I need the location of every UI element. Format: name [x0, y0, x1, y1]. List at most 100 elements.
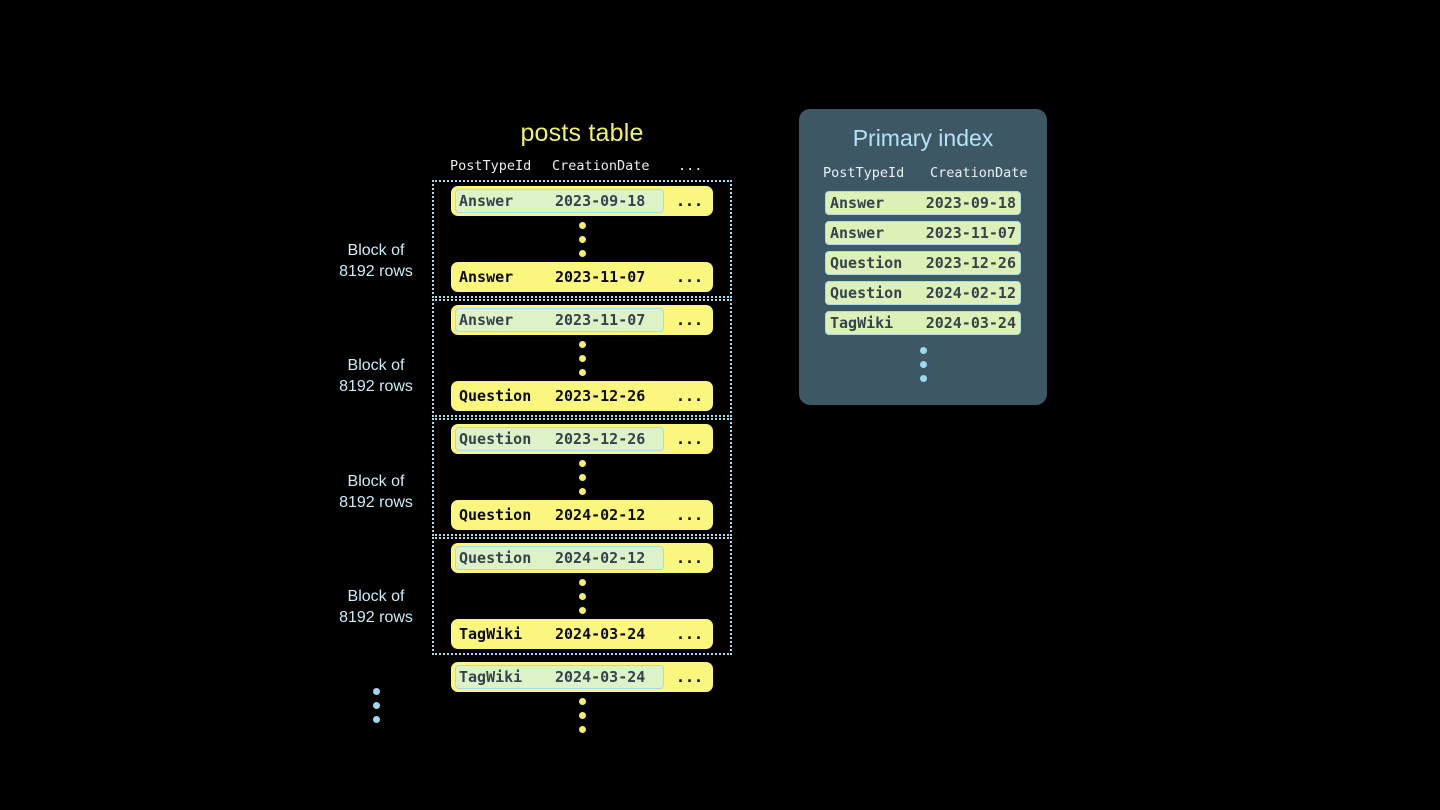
dot [578, 697, 586, 705]
dot [372, 701, 380, 709]
table-row[interactable]: Answer 2023-11-07 ... [451, 305, 713, 335]
cell-creationdate: 2023-11-07 [555, 311, 646, 329]
index-column-header-posttypeid: PostTypeId [823, 165, 905, 181]
index-column-header-creationdate: CreationDate [930, 165, 1028, 181]
dot [578, 459, 586, 467]
dot [578, 221, 586, 229]
row-key-cells: TagWiki 2024-03-24 [455, 622, 664, 646]
dot [919, 360, 927, 368]
cell-posttypeid: Question [459, 549, 532, 567]
block-label-3-line2: 8192 rows [339, 494, 413, 511]
column-header-creationdate: CreationDate [552, 158, 650, 174]
table-tail-row-wrapper: TagWiki 2024-03-24 ... [432, 656, 732, 692]
cell-creationdate: 2024-02-12 [555, 506, 646, 524]
cell-more: ... [676, 311, 704, 329]
vertical-ellipsis-dots [306, 682, 446, 728]
table-row[interactable]: TagWiki 2024-03-24 ... [451, 662, 713, 692]
table-row[interactable]: Question 2023-12-26 ... [451, 424, 713, 454]
primary-index-column-headers: PostTypeId CreationDate [799, 165, 1047, 181]
cell-more: ... [676, 668, 704, 686]
table-row[interactable]: Question 2023-12-26 ... [451, 381, 713, 411]
cell-more: ... [676, 506, 704, 524]
rows-ellipsis [434, 335, 730, 381]
row-key-cells: Question 2024-02-12 [455, 503, 664, 527]
cell-more: ... [676, 430, 704, 448]
primary-index-title: Primary index [852, 125, 994, 151]
dot [578, 235, 586, 243]
index-cell-creationdate: 2023-11-07 [925, 224, 1016, 242]
row-key-cells: Question 2023-12-26 [455, 384, 664, 408]
cell-posttypeid: Question [459, 506, 532, 524]
index-cell-creationdate: 2024-03-24 [925, 314, 1016, 332]
table-block-1: Answer 2023-09-18 ... Answer 2023-11-07 … [432, 180, 732, 298]
posts-table: posts table PostTypeId CreationDate ... … [432, 118, 732, 738]
rows-ellipsis [434, 573, 730, 619]
row-key-cells: Question 2024-02-12 [455, 546, 664, 570]
cell-creationdate: 2023-09-18 [555, 192, 646, 210]
dot [578, 487, 586, 495]
table-block-3: Question 2023-12-26 ... Question 2024-02… [432, 418, 732, 536]
table-row[interactable]: Answer 2023-09-18 ... [451, 186, 713, 216]
index-entry-row[interactable]: Question 2024-02-12 [825, 281, 1021, 305]
column-header-posttypeid: PostTypeId [450, 158, 532, 174]
row-key-cells: Answer 2023-11-07 [455, 308, 664, 332]
block-label-2: Block of 8192 rows [306, 355, 446, 397]
dot [578, 249, 586, 257]
index-cell-creationdate: 2023-09-18 [925, 194, 1016, 212]
index-cell-posttypeid: Answer [830, 224, 885, 242]
dot [372, 687, 380, 695]
block-label-4-line1: Block of [347, 588, 405, 605]
cell-posttypeid: Answer [459, 311, 514, 329]
row-key-cells: Answer 2023-11-07 [455, 265, 664, 289]
cell-posttypeid: TagWiki [459, 625, 523, 643]
row-key-cells: Question 2023-12-26 [455, 427, 664, 451]
dot [578, 711, 586, 719]
row-key-cells: TagWiki 2024-03-24 [455, 665, 664, 689]
column-header-more: ... [678, 158, 703, 174]
table-block-4: Question 2024-02-12 ... TagWiki 2024-03-… [432, 537, 732, 655]
posts-table-title: posts table [520, 119, 644, 147]
block-label-2-line1: Block of [347, 357, 405, 374]
cell-posttypeid: Answer [459, 192, 514, 210]
cell-creationdate: 2023-12-26 [555, 430, 646, 448]
dot [578, 354, 586, 362]
index-entry-row[interactable]: Answer 2023-09-18 [825, 191, 1021, 215]
index-cell-posttypeid: Answer [830, 194, 885, 212]
row-key-cells: Answer 2023-09-18 [455, 189, 664, 213]
cell-creationdate: 2024-03-24 [555, 668, 646, 686]
cell-posttypeid: Question [459, 387, 532, 405]
primary-index-panel: Primary index PostTypeId CreationDate An… [799, 109, 1047, 405]
rows-ellipsis [434, 454, 730, 500]
table-row[interactable]: Question 2024-02-12 ... [451, 543, 713, 573]
block-label-1: Block of 8192 rows [306, 240, 446, 282]
dot [578, 592, 586, 600]
cell-more: ... [676, 549, 704, 567]
index-cell-posttypeid: Question [830, 254, 903, 272]
dot [578, 340, 586, 348]
dot [578, 606, 586, 614]
index-cell-posttypeid: TagWiki [830, 314, 894, 332]
posts-table-column-headers: PostTypeId CreationDate ... [432, 158, 732, 180]
dot [578, 473, 586, 481]
table-row[interactable]: Question 2024-02-12 ... [451, 500, 713, 530]
block-label-2-line2: 8192 rows [339, 378, 413, 395]
cell-posttypeid: Question [459, 430, 532, 448]
block-label-1-line2: 8192 rows [339, 263, 413, 280]
cell-creationdate: 2023-12-26 [555, 387, 646, 405]
table-tail-ellipsis [432, 692, 732, 738]
cell-creationdate: 2024-03-24 [555, 625, 646, 643]
index-continues-ellipsis [799, 341, 1047, 387]
dot [919, 374, 927, 382]
table-row[interactable]: TagWiki 2024-03-24 ... [451, 619, 713, 649]
index-entry-row[interactable]: Answer 2023-11-07 [825, 221, 1021, 245]
rows-ellipsis [434, 216, 730, 262]
dot [578, 578, 586, 586]
table-block-2: Answer 2023-11-07 ... Question 2023-12-2… [432, 299, 732, 417]
index-cell-creationdate: 2023-12-26 [925, 254, 1016, 272]
index-entry-row[interactable]: TagWiki 2024-03-24 [825, 311, 1021, 335]
table-row[interactable]: Answer 2023-11-07 ... [451, 262, 713, 292]
cell-more: ... [676, 387, 704, 405]
index-entry-row[interactable]: Question 2023-12-26 [825, 251, 1021, 275]
block-label-3: Block of 8192 rows [306, 471, 446, 513]
block-label-4-line2: 8192 rows [339, 609, 413, 626]
